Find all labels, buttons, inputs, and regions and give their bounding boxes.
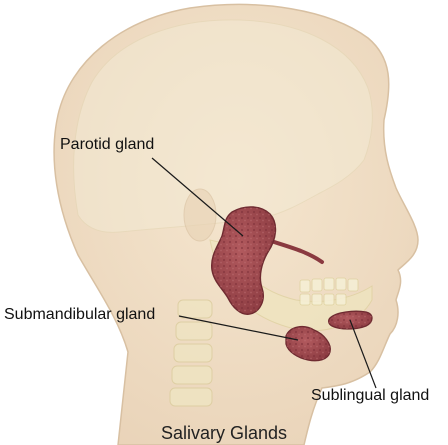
sublingual-leader-line bbox=[349, 319, 377, 389]
parotid-gland-label: Parotid gland bbox=[60, 136, 155, 153]
submandibular-gland-label: Submandibular gland bbox=[4, 306, 156, 323]
teeth bbox=[299, 277, 359, 306]
figure-title: Salivary Glands bbox=[160, 423, 288, 443]
ear bbox=[183, 188, 217, 242]
parotid-gland-texture bbox=[211, 206, 276, 315]
sublingual-gland-label: Sublingual gland bbox=[311, 387, 430, 404]
cervical-spine bbox=[169, 299, 213, 407]
submandibular-gland-texture bbox=[286, 326, 331, 361]
submandibular-leader-line bbox=[178, 315, 299, 341]
parotid-leader-line bbox=[151, 157, 244, 237]
